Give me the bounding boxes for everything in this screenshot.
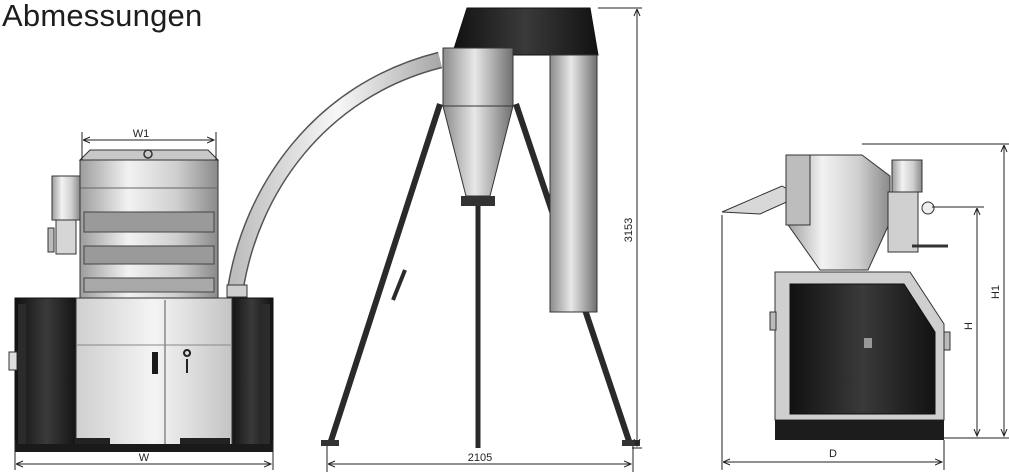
dimension-label-w: W: [139, 452, 150, 464]
conveying-pipe: [228, 53, 442, 294]
granulator-front-view: [8, 149, 274, 452]
dimension-label-h: H: [963, 322, 975, 330]
dimension-label-2105: 2105: [468, 452, 492, 464]
dimension-label-w1: W1: [133, 128, 150, 140]
dimension-label-3153: 3153: [623, 218, 635, 242]
cyclone-separator: [321, 7, 640, 448]
dimension-label-h1: H1: [990, 285, 1002, 299]
dimension-label-d: D: [829, 448, 837, 460]
page-title: Abmessungen: [2, 0, 203, 33]
granulator-side-view: [721, 154, 951, 440]
